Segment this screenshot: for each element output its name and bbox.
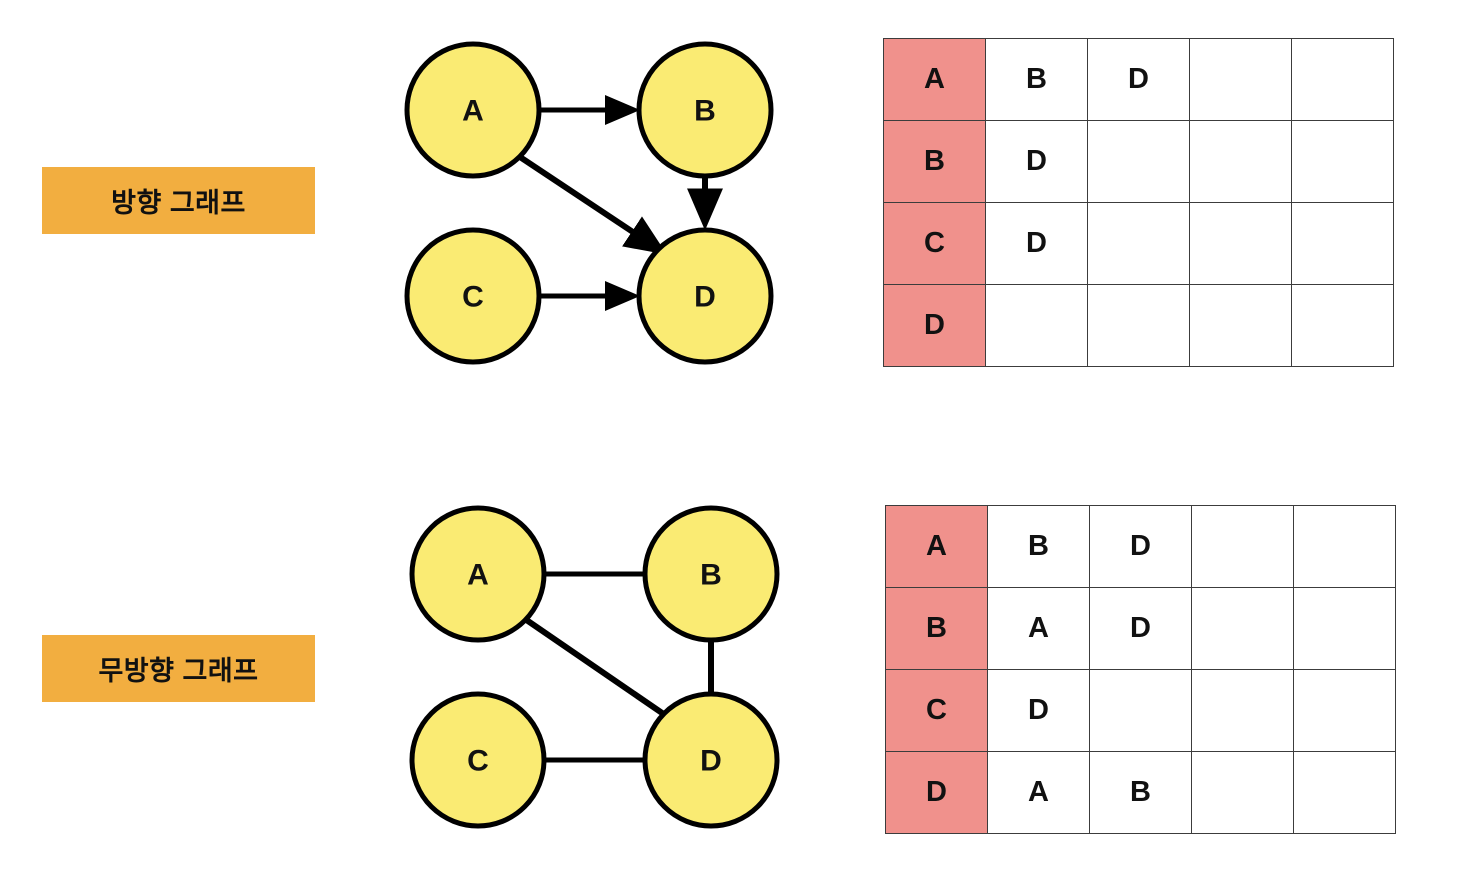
cell-c-3 (1293, 669, 1396, 752)
row-head-c: C (883, 202, 986, 285)
cell-c-2 (1189, 202, 1292, 285)
node-circle-c (409, 691, 547, 829)
cell-b-0: A (987, 587, 1090, 670)
cell-c-0: D (985, 202, 1088, 285)
directed-adjacency-list-table: A B D B D C D D (883, 38, 1394, 367)
cell-d-0: A (987, 751, 1090, 834)
undirected-graph-diagram: A B C D (409, 505, 780, 829)
graph-node-d[interactable]: D (636, 227, 774, 365)
graph-node-b[interactable]: B (636, 41, 774, 179)
node-label-a: A (467, 559, 489, 592)
cell-d-0 (985, 284, 1088, 367)
cell-a-0: B (987, 505, 1090, 588)
node-circle-a (404, 41, 542, 179)
node-label-c: C (467, 745, 489, 778)
cell-d-1: B (1089, 751, 1192, 834)
cell-c-0: D (987, 669, 1090, 752)
table-row: D (883, 284, 1394, 367)
cell-a-2 (1191, 505, 1294, 588)
cell-b-1: D (1089, 587, 1192, 670)
undirected-adjacency-list-table: A B D B A D C D D A B (885, 505, 1396, 834)
table-row: C D (885, 669, 1396, 752)
graph-node-c[interactable]: C (404, 227, 542, 365)
section-label-directed-graph: 방향 그래프 (42, 167, 315, 234)
node-circle-a (409, 505, 547, 643)
node-label-d: D (700, 745, 722, 778)
node-circle-d (636, 227, 774, 365)
node-label-b: B (700, 559, 722, 592)
edge-a-d (523, 616, 667, 718)
cell-a-3 (1291, 38, 1394, 121)
cell-b-3 (1293, 587, 1396, 670)
cell-c-2 (1191, 669, 1294, 752)
row-head-a: A (885, 505, 988, 588)
node-circle-b (636, 41, 774, 179)
edge-a-to-d (518, 154, 667, 255)
node-label-a: A (462, 95, 484, 128)
node-circle-d (642, 691, 780, 829)
node-label-d: D (694, 281, 716, 314)
row-head-b: B (885, 587, 988, 670)
cell-a-0: B (985, 38, 1088, 121)
cell-b-2 (1189, 120, 1292, 203)
node-label-c: C (462, 281, 484, 314)
cell-c-1 (1089, 669, 1192, 752)
table-row: B A D (885, 587, 1396, 670)
cell-b-1 (1087, 120, 1190, 203)
cell-d-2 (1191, 751, 1294, 834)
cell-a-1: D (1089, 505, 1192, 588)
cell-a-2 (1189, 38, 1292, 121)
row-head-d: D (883, 284, 986, 367)
table-row: C D (883, 202, 1394, 285)
row-head-d: D (885, 751, 988, 834)
table-row: B D (883, 120, 1394, 203)
cell-a-3 (1293, 505, 1396, 588)
graph-node-c[interactable]: C (409, 691, 547, 829)
cell-d-1 (1087, 284, 1190, 367)
cell-b-0: D (985, 120, 1088, 203)
cell-c-1 (1087, 202, 1190, 285)
graph-node-b[interactable]: B (642, 505, 780, 643)
table-row: D A B (885, 751, 1396, 834)
cell-d-3 (1291, 284, 1394, 367)
row-head-a: A (883, 38, 986, 121)
row-head-c: C (885, 669, 988, 752)
cell-b-3 (1291, 120, 1394, 203)
cell-a-1: D (1087, 38, 1190, 121)
cell-d-3 (1293, 751, 1396, 834)
cell-d-2 (1189, 284, 1292, 367)
graph-node-a[interactable]: A (404, 41, 542, 179)
node-circle-b (642, 505, 780, 643)
table-row: A B D (885, 505, 1396, 588)
section-label-undirected-graph: 무방향 그래프 (42, 635, 315, 702)
table-row: A B D (883, 38, 1394, 121)
cell-c-3 (1291, 202, 1394, 285)
graph-node-a[interactable]: A (409, 505, 547, 643)
node-circle-c (404, 227, 542, 365)
row-head-b: B (883, 120, 986, 203)
graph-node-d[interactable]: D (642, 691, 780, 829)
cell-b-2 (1191, 587, 1294, 670)
directed-graph-diagram: A B C D (404, 41, 774, 365)
node-label-b: B (694, 95, 716, 128)
